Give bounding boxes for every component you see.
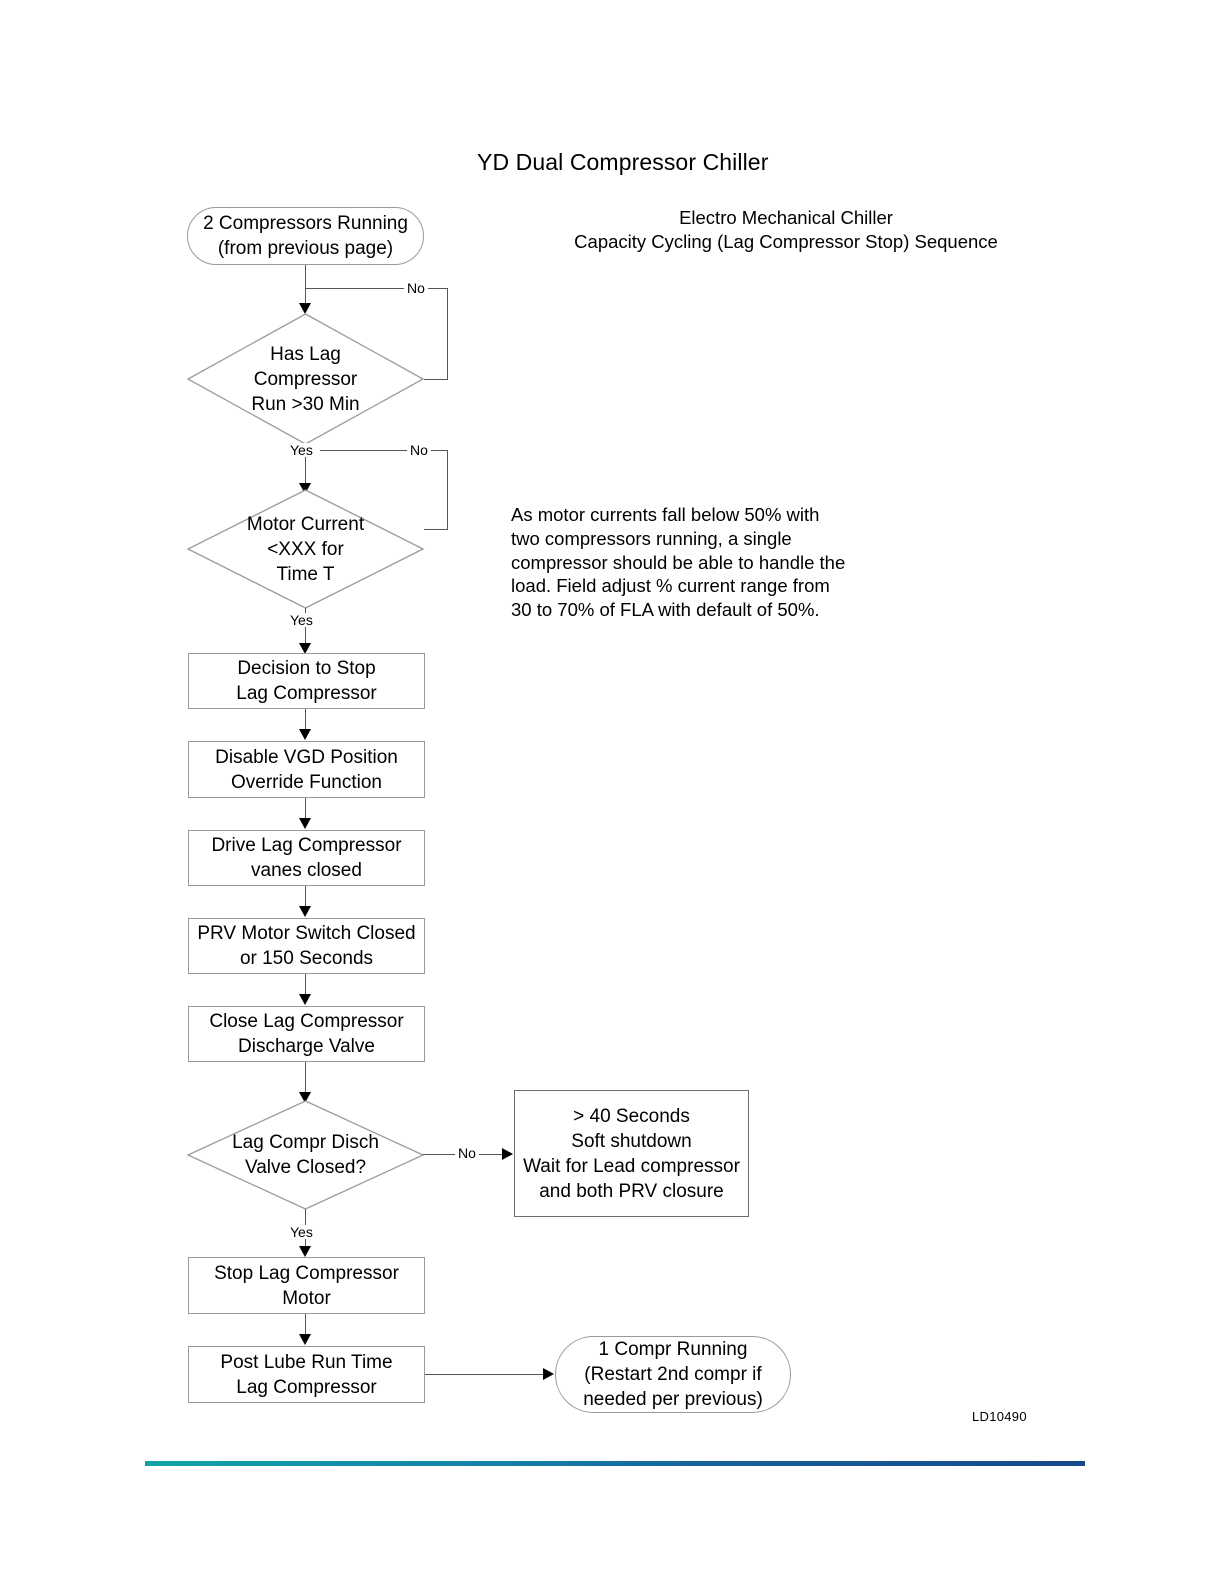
connector-runtime-yes [305, 444, 307, 488]
soft-shutdown-line-2: Soft shutdown [571, 1130, 692, 1152]
connector-stop-to-vgd [305, 709, 307, 731]
connector-vanes-to-prv [305, 886, 307, 908]
connector-current-no-return-right [447, 450, 449, 530]
step-decision-to-stop-line-2: Lag Compressor [236, 683, 377, 704]
edge-label-valve-yes: Yes [287, 1225, 316, 1239]
arrowhead-into-soft-shutdown [502, 1148, 513, 1160]
step-drive-vanes-closed: Drive Lag Compressor vanes closed [188, 830, 425, 886]
step-stop-motor-line-1: Stop Lag Compressor [214, 1262, 399, 1284]
arrowhead-into-drive-vanes [299, 818, 311, 829]
step-disable-vgd-line-2: Override Function [230, 771, 382, 793]
decision-lag-runtime: Has Lag Compressor Run >30 Min [186, 313, 425, 445]
decision-motor-current-label: Motor Current <XXX for Time T [187, 489, 424, 609]
soft-shutdown-line-4: and both PRV closure [539, 1180, 724, 1202]
end-terminator-line-1: 1 Compr Running [598, 1339, 748, 1360]
end-terminator-line-3: needed per previous) [583, 1389, 763, 1410]
connector-current-no-return-top [320, 450, 448, 452]
step-drive-vanes-line-1: Drive Lag Compressor [211, 835, 402, 856]
edge-label-current-no: No [407, 443, 431, 457]
start-terminator-line-1: 2 Compressors Running [203, 213, 408, 234]
arrowhead-into-current-decision [299, 483, 311, 494]
end-terminator-line-2: (Restart 2nd compr if [584, 1364, 762, 1385]
connector-stop-motor-to-post-lube [305, 1314, 307, 1337]
connector-runtime-no-exit [424, 379, 448, 381]
decision-current-line-1: Motor Current [246, 513, 365, 535]
arrowhead-into-decision-to-stop [299, 643, 311, 654]
soft-shutdown-line-1: > 40 Seconds [573, 1105, 690, 1127]
decision-runtime-line-3: Run >30 Min [251, 393, 360, 415]
step-close-discharge-valve: Close Lag Compressor Discharge Valve [188, 1006, 425, 1062]
decision-lag-runtime-label: Has Lag Compressor Run >30 Min [187, 313, 424, 445]
decision-motor-current: Motor Current <XXX for Time T [186, 489, 425, 609]
arrowhead-into-runtime-decision [299, 303, 311, 314]
step-stop-lag-motor: Stop Lag Compressor Motor [188, 1257, 425, 1314]
decision-runtime-line-1: Has Lag [270, 343, 341, 365]
decision-runtime-line-2: Compressor [253, 368, 358, 390]
step-decision-to-stop-line-1: Decision to Stop [237, 658, 376, 679]
arrowhead-into-close-discharge [299, 994, 311, 1005]
decision-valve-closed: Lag Compr Disch Valve Closed? [186, 1100, 425, 1210]
connector-start-to-runtime [305, 265, 307, 308]
step-close-discharge-line-1: Close Lag Compressor [209, 1011, 404, 1032]
decision-valve-closed-label: Lag Compr Disch Valve Closed? [187, 1100, 424, 1210]
arrowhead-into-disable-vgd [299, 729, 311, 740]
start-terminator: 2 Compressors Running (from previous pag… [187, 207, 424, 265]
arrowhead-into-stop-motor [299, 1246, 311, 1257]
connector-close-valve-to-decision [305, 1062, 307, 1094]
step-prv-motor-switch: PRV Motor Switch Closed or 150 Seconds [188, 918, 425, 974]
connector-runtime-no-return-right [447, 288, 449, 380]
step-decision-to-stop: Decision to Stop Lag Compressor [188, 653, 425, 709]
decision-current-line-3: Time T [276, 563, 335, 585]
step-prv-switch-line-1: PRV Motor Switch Closed [197, 923, 416, 944]
step-prv-switch-line-2: or 150 Seconds [239, 948, 374, 969]
decision-current-line-2: <XXX for [267, 538, 344, 560]
connector-runtime-no-return-top [305, 288, 448, 290]
box-soft-shutdown: > 40 Seconds Soft shutdown Wait for Lead… [514, 1090, 749, 1217]
start-terminator-line-2: (from previous page) [217, 238, 394, 259]
edge-label-valve-no: No [455, 1146, 479, 1160]
edge-label-runtime-no: No [404, 281, 428, 295]
page-title: YD Dual Compressor Chiller [477, 149, 769, 175]
connector-current-no-exit [424, 529, 448, 531]
step-post-lube-line-2: Lag Compressor [236, 1376, 377, 1398]
arrowhead-into-post-lube [299, 1334, 311, 1345]
step-post-lube-line-1: Post Lube Run Time [220, 1351, 393, 1373]
end-terminator: 1 Compr Running (Restart 2nd compr if ne… [555, 1336, 791, 1413]
soft-shutdown-line-3: Wait for Lead compressor [523, 1155, 740, 1177]
footer-document-code: LD10490 [972, 1409, 1027, 1424]
connector-current-yes [305, 608, 307, 648]
footer-rule [145, 1461, 1085, 1466]
step-close-discharge-line-2: Discharge Valve [238, 1036, 375, 1057]
subtitle-block: Electro Mechanical Chiller Capacity Cycl… [556, 206, 1016, 254]
step-disable-vgd: Disable VGD Position Override Function [188, 741, 425, 798]
arrowhead-into-end-terminator [543, 1368, 554, 1380]
step-drive-vanes-line-2: vanes closed [251, 860, 362, 881]
arrowhead-into-prv-switch [299, 906, 311, 917]
decision-valve-line-2: Valve Closed? [244, 1157, 367, 1178]
step-disable-vgd-line-1: Disable VGD Position [215, 746, 398, 768]
step-stop-motor-line-2: Motor [282, 1287, 331, 1309]
edge-label-current-yes: Yes [287, 613, 316, 627]
arrowhead-into-valve-closed-decision [299, 1092, 311, 1103]
explanatory-note: As motor currents fall below 50% with tw… [511, 504, 846, 621]
edge-label-runtime-yes: Yes [287, 443, 316, 457]
subtitle-line-2: Capacity Cycling (Lag Compressor Stop) S… [574, 231, 998, 252]
connector-post-lube-to-end [425, 1374, 546, 1376]
subtitle-line-1: Electro Mechanical Chiller [679, 207, 893, 228]
connector-vgd-to-vanes [305, 798, 307, 820]
step-post-lube-run-time: Post Lube Run Time Lag Compressor [188, 1346, 425, 1403]
connector-prv-to-close-valve [305, 974, 307, 996]
decision-valve-line-1: Lag Compr Disch [232, 1132, 379, 1153]
